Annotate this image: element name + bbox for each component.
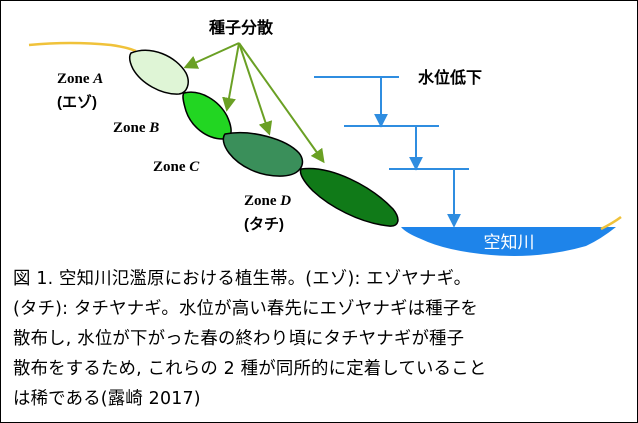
zone-a-label: Zone A [57, 71, 103, 87]
caption-line: 散布し, 水位が下がった春の終わり頃にタチヤナギが種子 [13, 329, 465, 349]
zone-d-shape [299, 167, 399, 227]
river-water [401, 227, 616, 256]
floodplain-diagram: 空知川 種子分散 水位低下 Zone A (エゾ) Zone B Zone C … [28, 18, 622, 256]
zone-b-shape [182, 91, 232, 140]
caption-line: (タチ): タチヤナギ。水位が高い春先にエゾヤナギは種子を [13, 299, 479, 319]
zone-d-sub-label: (タチ) [244, 216, 284, 233]
zone-a-sub-label: (エゾ) [57, 94, 97, 111]
dispersal-arrow-a [183, 42, 240, 69]
caption-line: 散布をするため, これらの 2 種が同所的に定着していること [13, 359, 487, 379]
zone-b-label: Zone B [113, 120, 159, 136]
dispersal-arrow-b [222, 42, 240, 112]
water-level-label: 水位低下 [418, 68, 482, 87]
seed-dispersal-label: 種子分散 [209, 18, 274, 37]
zone-c-shape [222, 131, 304, 177]
right-bank-line [600, 215, 622, 231]
figure-caption: 図 1. 空知川氾濫原における植生帯。(エゾ): エゾヤナギ。 (タチ): タチ… [13, 264, 631, 414]
zone-a-shape [128, 49, 189, 95]
left-bank-line [28, 41, 137, 53]
zone-c-label: Zone C [153, 159, 200, 175]
caption-line: は稀である(露崎 2017) [13, 389, 201, 409]
river-label: 空知川 [484, 233, 535, 253]
dispersal-arrow-d [238, 42, 325, 164]
dispersal-arrow-c [238, 42, 273, 136]
caption-line: 図 1. 空知川氾濫原における植生帯。(エゾ): エゾヤナギ。 [13, 269, 472, 289]
zone-d-label: Zone D [244, 193, 291, 209]
